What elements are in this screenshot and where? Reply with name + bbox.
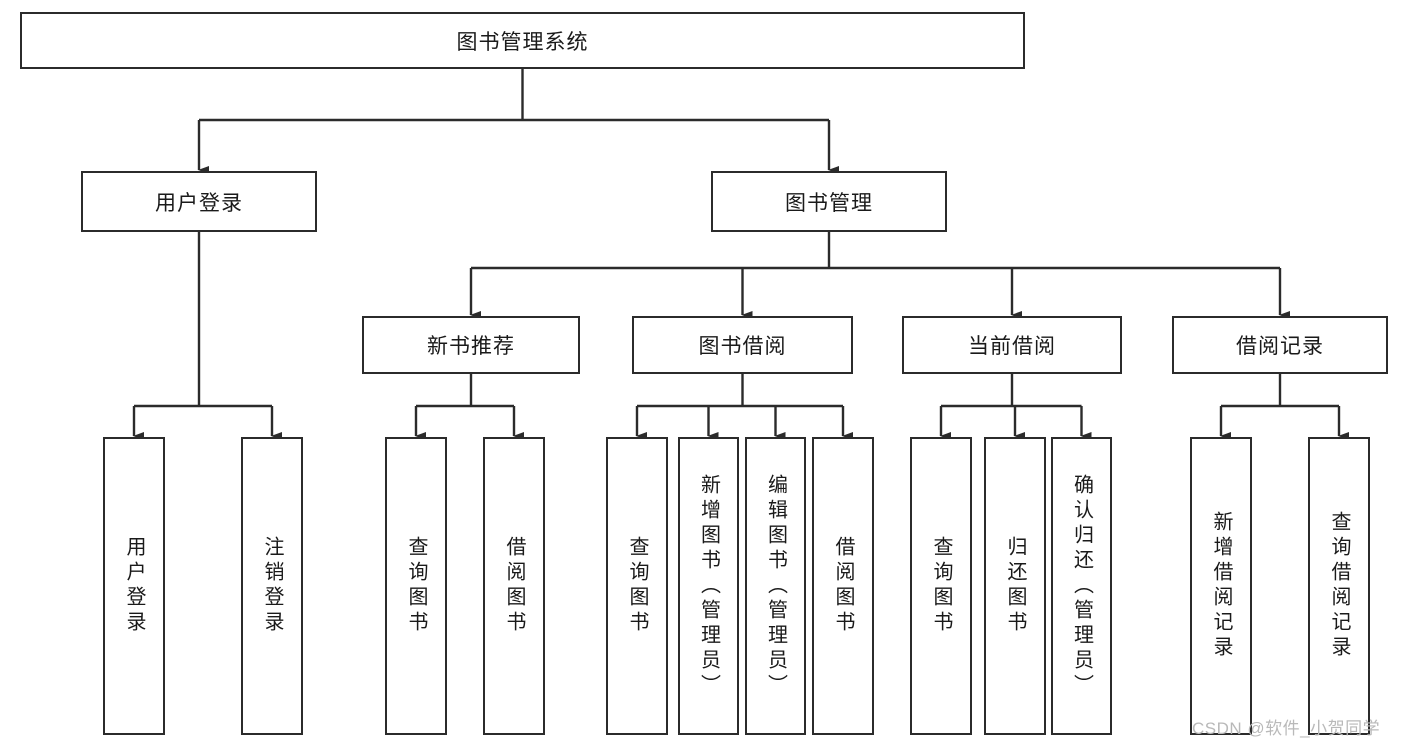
node-current-borrow[interactable]: 当前借阅 [902,316,1122,374]
node-label: 图书借阅 [698,335,787,358]
node-label: 查询图书 [626,536,648,636]
node-leaf-borrow-book-1[interactable]: 借阅图书 [483,437,545,735]
node-leaf-user-login[interactable]: 用户登录 [103,437,165,735]
node-label: 新增图书（管理员） [697,473,720,699]
node-label: 注销登录 [261,536,283,636]
node-book-manage[interactable]: 图书管理 [711,171,947,232]
node-borrow-record[interactable]: 借阅记录 [1172,316,1388,374]
node-label: 新书推荐 [427,335,515,358]
node-label: 图书管理系统 [456,30,589,54]
csdn-watermark: CSDN @软件_小贺同学 [1192,719,1381,738]
node-label: 归还图书 [1004,536,1026,636]
node-label: 查询借阅记录 [1328,511,1350,661]
node-label: 借阅图书 [832,536,854,636]
node-label: 借阅记录 [1236,335,1324,358]
node-leaf-query-book-3[interactable]: 查询图书 [910,437,972,735]
node-leaf-query-record[interactable]: 查询借阅记录 [1308,437,1370,735]
node-label: 借阅图书 [503,536,525,636]
node-label: 查询图书 [930,536,952,636]
node-leaf-logout[interactable]: 注销登录 [241,437,303,735]
node-label: 用户登录 [123,536,145,636]
node-user-login[interactable]: 用户登录 [81,171,317,232]
node-book-borrow[interactable]: 图书借阅 [632,316,853,374]
node-leaf-edit-book[interactable]: 编辑图书（管理员） [745,437,806,735]
node-leaf-query-book-1[interactable]: 查询图书 [385,437,447,735]
node-leaf-borrow-book-2[interactable]: 借阅图书 [812,437,874,735]
node-label: 用户登录 [155,191,243,215]
node-label: 确认归还（管理员） [1070,473,1093,699]
node-leaf-confirm-return[interactable]: 确认归还（管理员） [1051,437,1112,735]
node-new-book-recommend[interactable]: 新书推荐 [362,316,580,374]
node-leaf-add-record[interactable]: 新增借阅记录 [1190,437,1252,735]
node-leaf-return-book[interactable]: 归还图书 [984,437,1046,735]
node-label: 当前借阅 [968,335,1056,358]
node-label: 编辑图书（管理员） [764,473,787,699]
node-leaf-add-book[interactable]: 新增图书（管理员） [678,437,739,735]
node-label: 查询图书 [405,536,427,636]
node-label: 图书管理 [785,191,873,215]
node-root-system[interactable]: 图书管理系统 [20,12,1025,69]
node-label: 新增借阅记录 [1210,511,1232,661]
node-leaf-query-book-2[interactable]: 查询图书 [606,437,668,735]
